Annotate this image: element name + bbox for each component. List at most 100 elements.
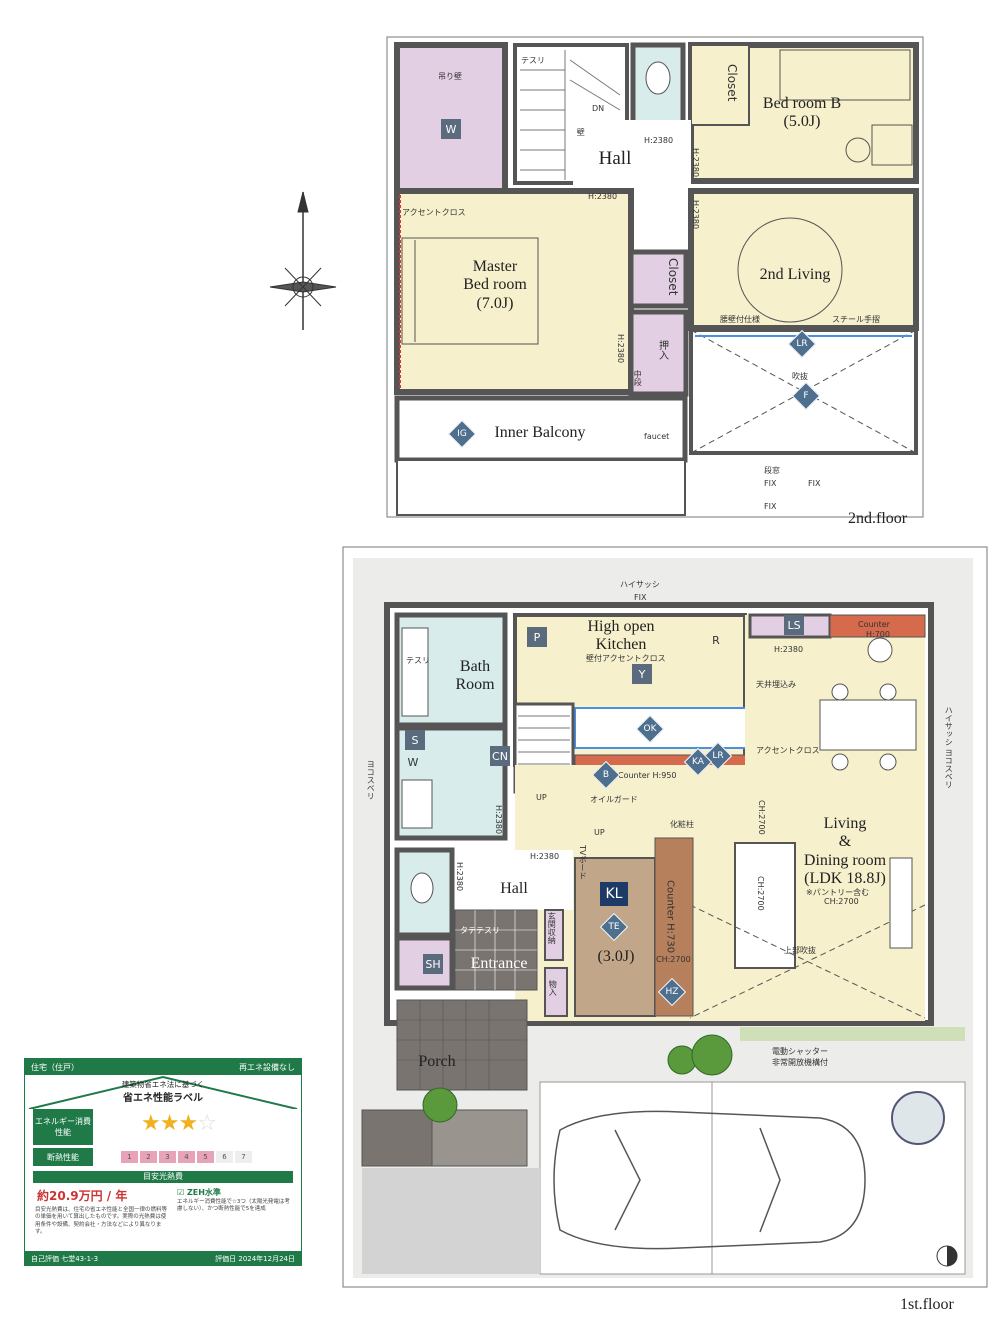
counter-h700-label: H:700 — [866, 630, 890, 639]
y-badge: Y — [632, 664, 652, 684]
f-badge-text: F — [803, 391, 809, 401]
insulation-level-box: 3 — [159, 1151, 176, 1163]
dankado-label: 段窓 — [764, 466, 780, 475]
h2380-hall-label: H:2380 — [530, 852, 560, 861]
label-title-small: 建築物省エネ法に基づく — [121, 1080, 205, 1089]
fix-1-label: FIX — [764, 479, 777, 488]
sh-badge: SH — [423, 954, 443, 974]
star-empty-icon: ☆ — [197, 1111, 217, 1136]
sofa — [734, 842, 796, 969]
label-foot-right: 評価日 2024年12月24日 — [215, 1255, 295, 1263]
entrance-label: Entrance — [470, 955, 528, 972]
lr-badge-2f-text: LR — [796, 339, 808, 349]
label-foot-left: 自己評価 七堂43-1-3 — [31, 1255, 99, 1263]
counter-950-label: Counter H:950 — [618, 771, 677, 780]
oshiire-closet — [628, 309, 689, 397]
ch2700-c-label: CH:2700 — [824, 897, 859, 906]
tesuri-1f: テスリ — [406, 656, 430, 665]
living-name: Living — [823, 815, 867, 832]
master-size: (7.0J) — [476, 294, 514, 312]
te-badge-text: TE — [608, 922, 620, 932]
paved-area — [362, 1168, 540, 1274]
accent-cloth-1f: アクセントクロス — [756, 746, 820, 755]
porch-label: Porch — [418, 1053, 456, 1070]
hall-1f-label: Hall — [500, 880, 528, 897]
hall-2f-label: Hall — [598, 148, 632, 169]
walk-in-badge: W — [441, 119, 461, 139]
second-living — [688, 188, 919, 331]
second-living-label: 2nd Living — [759, 266, 831, 283]
dn-label: DN — [592, 104, 605, 113]
ig-badge-text: IG — [457, 429, 467, 439]
kesho-label: 化粧柱 — [670, 820, 694, 829]
walk-in-closet — [394, 42, 508, 194]
bedroom-b-name: Bed room B — [762, 95, 842, 112]
yoko-suberi-r-label: ハイサッシ ヨコスベリ — [944, 706, 954, 789]
ok-badge-text: OK — [643, 724, 657, 734]
genkan-label: 玄関収納 — [547, 912, 557, 944]
faucet-label: faucet — [644, 432, 670, 441]
tatete-label: タテテスリ — [460, 926, 500, 935]
living-amp: & — [838, 833, 852, 851]
insulation-level-box: 5 — [197, 1151, 214, 1163]
ceiling-embed-label: 天井埋込み — [756, 680, 796, 689]
zeh-badge: ☑ ZEH水準 — [177, 1187, 221, 1198]
monoire-label: 物入 — [548, 980, 558, 996]
ch2700-d-label: CH:2700 — [656, 955, 691, 964]
kitchen-name: High open — [587, 618, 655, 635]
kitchen-sub: Kitchen — [595, 636, 647, 654]
bedroom-b-label: Bed room B(5.0J) — [742, 95, 862, 132]
h2380-closet-2f: H:2380 — [616, 334, 626, 364]
ch2700-a-label: CH:2700 — [757, 800, 767, 835]
second-floor-title: 2nd.floor — [848, 510, 908, 527]
fix-top-label: FIX — [634, 593, 647, 602]
closet-2f-small — [628, 249, 689, 309]
star-icon: ★ — [178, 1111, 198, 1136]
label-title: 省エネ性能ラベル — [123, 1093, 203, 1104]
tatami-counter — [654, 837, 694, 1017]
bedroom-b-size: (5.0J) — [783, 113, 821, 131]
insulation-level-box: 1 — [121, 1151, 138, 1163]
cost-description: 目安光熱費は、住宅の省エネ性能と全国一律の燃料等の単価を用いて算出したものです。… — [35, 1207, 168, 1236]
wall-note-label: 壁 — [576, 128, 586, 136]
label-top-right: 再エネ設備なし — [239, 1063, 295, 1072]
first-floor-title: 1st.floor — [900, 1296, 954, 1313]
energy-performance-label: 住宅（住戸） 再エネ設備なし 建築物省エネ法に基づく 省エネ性能ラベル エネルギ… — [24, 1058, 302, 1266]
label-header: 住宅（住戸） 再エネ設備なし — [25, 1059, 301, 1075]
high-sash-label: ハイサッシ — [620, 580, 660, 589]
star-rating: ★★★☆ — [141, 1111, 217, 1136]
tv-board-label: TVボード — [578, 845, 588, 880]
compass-icon — [269, 191, 337, 330]
tree-icon — [891, 1091, 945, 1145]
zeh-note: エネルギー消費性能で☆3つ（太陽光発電は考慮しない）、かつ断熱性能で5を達成 — [177, 1199, 290, 1213]
master-sub: Bed room — [463, 276, 527, 294]
bath-sub: Room — [455, 676, 495, 694]
s-badge: S — [405, 730, 425, 750]
atrium-2f-label: 吹抜 — [792, 372, 808, 381]
oshiire-label: 押入 — [656, 340, 668, 360]
r-badge: R — [712, 633, 720, 647]
closet-2-label: Closet — [665, 258, 680, 296]
insulation-row-label: 断熱性能 — [33, 1148, 93, 1166]
closet-1-label: Closet — [724, 64, 739, 102]
car-outline — [553, 1110, 866, 1250]
roof-icon — [28, 1075, 298, 1109]
cn-badge: CN — [490, 746, 510, 766]
tatami-size-label: (3.0J) — [597, 948, 635, 965]
tesuri-2f: テスリ — [521, 56, 545, 65]
steel-frame-label: スチール手摺 — [832, 315, 880, 324]
second-floor-plan — [386, 36, 924, 518]
insulation-level-box: 7 — [235, 1151, 252, 1163]
shutter-sub-label: 非常開放機構付 — [772, 1058, 828, 1067]
counter-top-label: Counter — [858, 620, 890, 629]
hz-badge-text: HZ — [665, 987, 679, 997]
ls-badge: LS — [784, 615, 804, 635]
kitchen-accent-label: 壁付アクセントクロス — [586, 654, 666, 663]
nakadan-label: 中段 — [633, 370, 643, 386]
b-badge-text: B — [602, 770, 610, 780]
bath-name: Bath — [459, 658, 491, 675]
zeh-text: ZEH水準 — [186, 1188, 221, 1197]
